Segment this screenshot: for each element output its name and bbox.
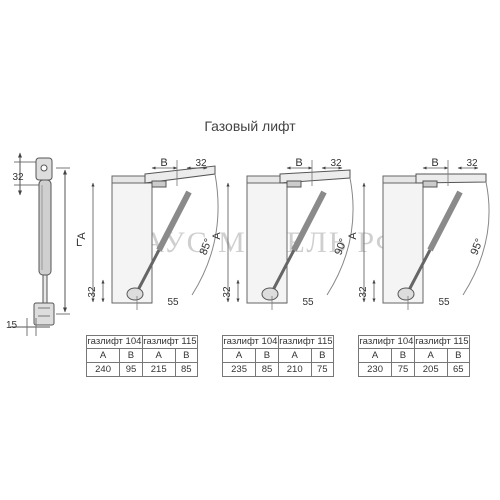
table-1-col-b1: B	[119, 348, 143, 363]
dim-32-bottom-label: 32	[87, 286, 98, 298]
gas-lift-cylinder	[291, 190, 327, 252]
cabinet-wall	[246, 182, 288, 304]
opening-angle-label: 95°	[469, 237, 486, 257]
table-2-model-115: газлифт 115	[277, 335, 335, 349]
gas-lift-rod	[270, 249, 296, 293]
dim-32-bottom-label: 32	[222, 286, 233, 298]
cabinet-wall	[382, 182, 424, 304]
table-3-col-b1: B	[391, 348, 415, 363]
opening-arc	[462, 181, 490, 296]
gas-lift-cylinder	[156, 190, 192, 252]
opening-arc	[326, 177, 354, 296]
table-3-val-b2: 65	[446, 362, 471, 377]
table-1-col-a1: A	[85, 348, 121, 363]
lid-bracket	[422, 180, 438, 188]
side-dim-top: 32	[12, 172, 24, 183]
table-1-model-115: газлифт 115	[141, 335, 199, 349]
table-2-col-a1: A	[221, 348, 257, 363]
table-2-col-a2: A	[277, 348, 312, 363]
variant-2-view	[246, 169, 354, 304]
table-2-val-a2: 210	[277, 362, 312, 377]
variant-1-dims	[91, 160, 208, 310]
lid-bracket	[286, 180, 302, 188]
table-1-col-a2: A	[141, 348, 176, 363]
lid-bracket	[151, 180, 167, 188]
table-2-val-a1: 235	[221, 362, 257, 377]
gas-lift-rod	[406, 249, 432, 293]
variant-2-dims	[226, 160, 343, 310]
table-3-val-a2: 205	[413, 362, 448, 377]
table-3-col-b2: B	[446, 348, 471, 363]
variant-3-view	[382, 173, 490, 304]
spec-table-3: газлифт 104 газлифт 115 A B A B 230 75 2…	[357, 335, 471, 377]
dim-a-label: A	[76, 232, 88, 240]
page-title: Газовый лифт	[204, 118, 296, 134]
opening-arc	[191, 173, 219, 296]
bottom-mount	[126, 287, 144, 301]
table-3-col-a2: A	[413, 348, 448, 363]
table-2-col-b1: B	[255, 348, 279, 363]
gas-lift-cylinder	[427, 190, 463, 252]
table-3-model-104: газлифт 104	[358, 335, 415, 349]
table-3-val-a1: 230	[357, 362, 393, 377]
side-dim-bottom: 15	[6, 320, 18, 331]
table-3-model-115: газлифт 115	[413, 335, 471, 349]
table-1-val-b1: 95	[119, 362, 143, 377]
side-dim-length: L	[76, 237, 82, 249]
variant-3-dims	[362, 160, 479, 310]
dim-b-label: B	[431, 157, 438, 169]
table-1-val-a2: 215	[141, 362, 176, 377]
dim-a-label: A	[211, 232, 223, 240]
table-1-val-a1: 240	[85, 362, 121, 377]
table-2-val-b1: 85	[255, 362, 279, 377]
dim-55-label: 55	[438, 297, 450, 308]
table-3-col-a1: A	[357, 348, 393, 363]
dim-32-bottom-label: 32	[358, 286, 369, 298]
cabinet-wall	[111, 182, 153, 304]
opening-angle-label: 85°	[198, 237, 215, 257]
opening-angle-label: 90°	[333, 237, 350, 257]
gas-lift-rod	[135, 249, 161, 293]
dim-32-top-label: 32	[330, 158, 342, 169]
bottom-mount	[261, 287, 279, 301]
bottom-mount	[397, 287, 415, 301]
table-1-col-b2: B	[174, 348, 199, 363]
dim-a-label: A	[347, 232, 359, 240]
spec-table-1: газлифт 104 газлифт 115 A B A B 240 95 2…	[85, 335, 199, 377]
spec-table-2: газлифт 104 газлифт 115 A B A B 235 85 2…	[221, 335, 335, 377]
dim-32-top-label: 32	[195, 158, 207, 169]
table-2-model-104: газлифт 104	[222, 335, 279, 349]
table-2-val-b2: 75	[310, 362, 335, 377]
dim-b-label: B	[160, 157, 167, 169]
side-view	[10, 152, 70, 336]
dim-32-top-label: 32	[466, 158, 478, 169]
dim-55-label: 55	[167, 297, 179, 308]
dim-55-label: 55	[302, 297, 314, 308]
table-3-val-b1: 75	[391, 362, 415, 377]
dim-b-label: B	[295, 157, 302, 169]
table-1-val-b2: 85	[174, 362, 199, 377]
table-1-model-104: газлифт 104	[86, 335, 143, 349]
table-2-col-b2: B	[310, 348, 335, 363]
